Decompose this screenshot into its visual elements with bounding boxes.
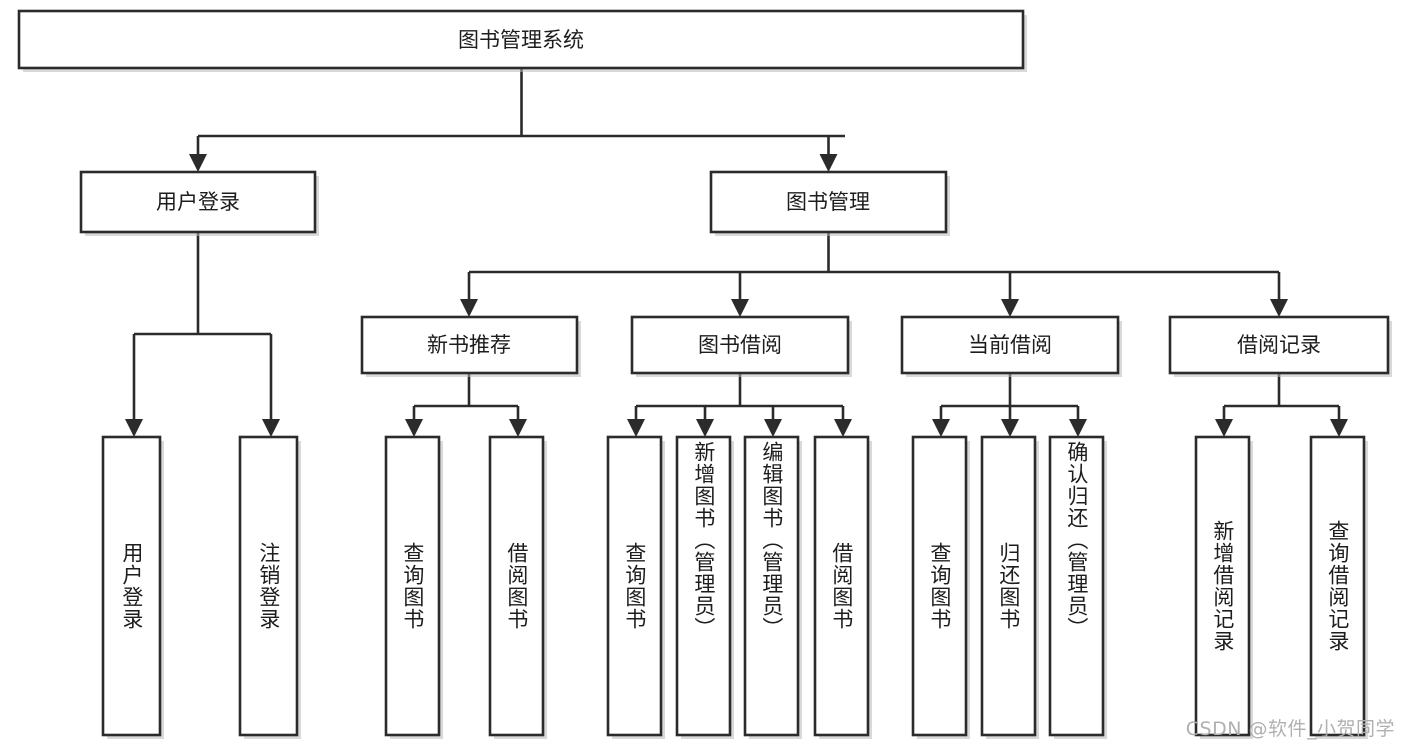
leaf-new-book-1-box[interactable] [384,435,441,737]
arrow-to-new-book [460,299,478,317]
arrow-leaf-current-borrow-3 [1069,419,1087,437]
leaf-book-borrow-1-box[interactable] [606,435,663,737]
arrow-leaf-user-login-1 [125,419,143,437]
leaf-user-login-2-box[interactable] [238,435,299,737]
leaf-new-book-2-box[interactable] [488,435,545,737]
root-node-label: 图书管理系统 [458,28,584,52]
arrow-leaf-current-borrow-2 [1001,419,1019,437]
arrow-leaf-book-borrow-4 [834,419,852,437]
node-new-book-label: 新书推荐 [427,333,511,357]
node-current-borrow-box[interactable] [900,315,1120,375]
leaf-current-borrow-3-box[interactable] [1048,435,1105,737]
node-borrow-records-box[interactable] [1168,315,1390,375]
leaf-book-borrow-2-box[interactable] [675,435,732,737]
arrow-to-borrow-records [1270,299,1288,317]
node-book-mgmt-box[interactable] [709,170,948,234]
leaf-user-login-1-box[interactable] [101,435,162,737]
node-book-mgmt-label: 图书管理 [786,190,870,214]
node-borrow-records-label: 借阅记录 [1237,333,1321,357]
node-book-borrow-box[interactable] [630,315,850,375]
leaf-book-borrow-3-box[interactable] [743,435,800,737]
arrow-leaf-book-borrow-2 [696,419,714,437]
arrow-leaf-book-borrow-3 [764,419,782,437]
node-layer: 图书管理系统 用户登录 图书管理 新书推荐 图书借阅 当前借阅 借阅记录 [17,9,1392,739]
arrow-leaf-user-login-2 [262,419,280,437]
arrow-to-book-borrow [731,299,749,317]
root-node-box[interactable] [17,9,1025,70]
arrow-to-current-borrow [1001,299,1019,317]
csdn-watermark: CSDN @软件_小贺同学 [1185,718,1395,740]
arrow-leaf-book-borrow-1 [627,419,645,437]
node-user-login-box[interactable] [79,170,317,234]
leaf-borrow-records-2-box[interactable] [1309,435,1366,737]
leaf-book-borrow-4-box[interactable] [813,435,870,737]
arrow-leaf-borrow-records-2 [1330,419,1348,437]
connector-layer [125,69,1348,437]
arrow-leaf-borrow-records-1 [1215,419,1233,437]
leaf-borrow-records-1-box[interactable] [1194,435,1251,737]
node-current-borrow-label: 当前借阅 [968,333,1052,357]
arrow-leaf-current-borrow-1 [932,419,950,437]
leaf-current-borrow-2-box[interactable] [980,435,1037,737]
arrow-to-book-mgmt [819,154,838,172]
node-book-borrow-label: 图书借阅 [698,333,782,357]
arrow-leaf-new-book-1 [405,419,423,437]
node-user-login-label: 用户登录 [156,190,240,214]
arrow-leaf-new-book-2 [509,419,527,437]
arrow-to-user-login [189,154,207,172]
leaf-current-borrow-1-box[interactable] [911,435,968,737]
node-new-book-box[interactable] [360,315,579,375]
